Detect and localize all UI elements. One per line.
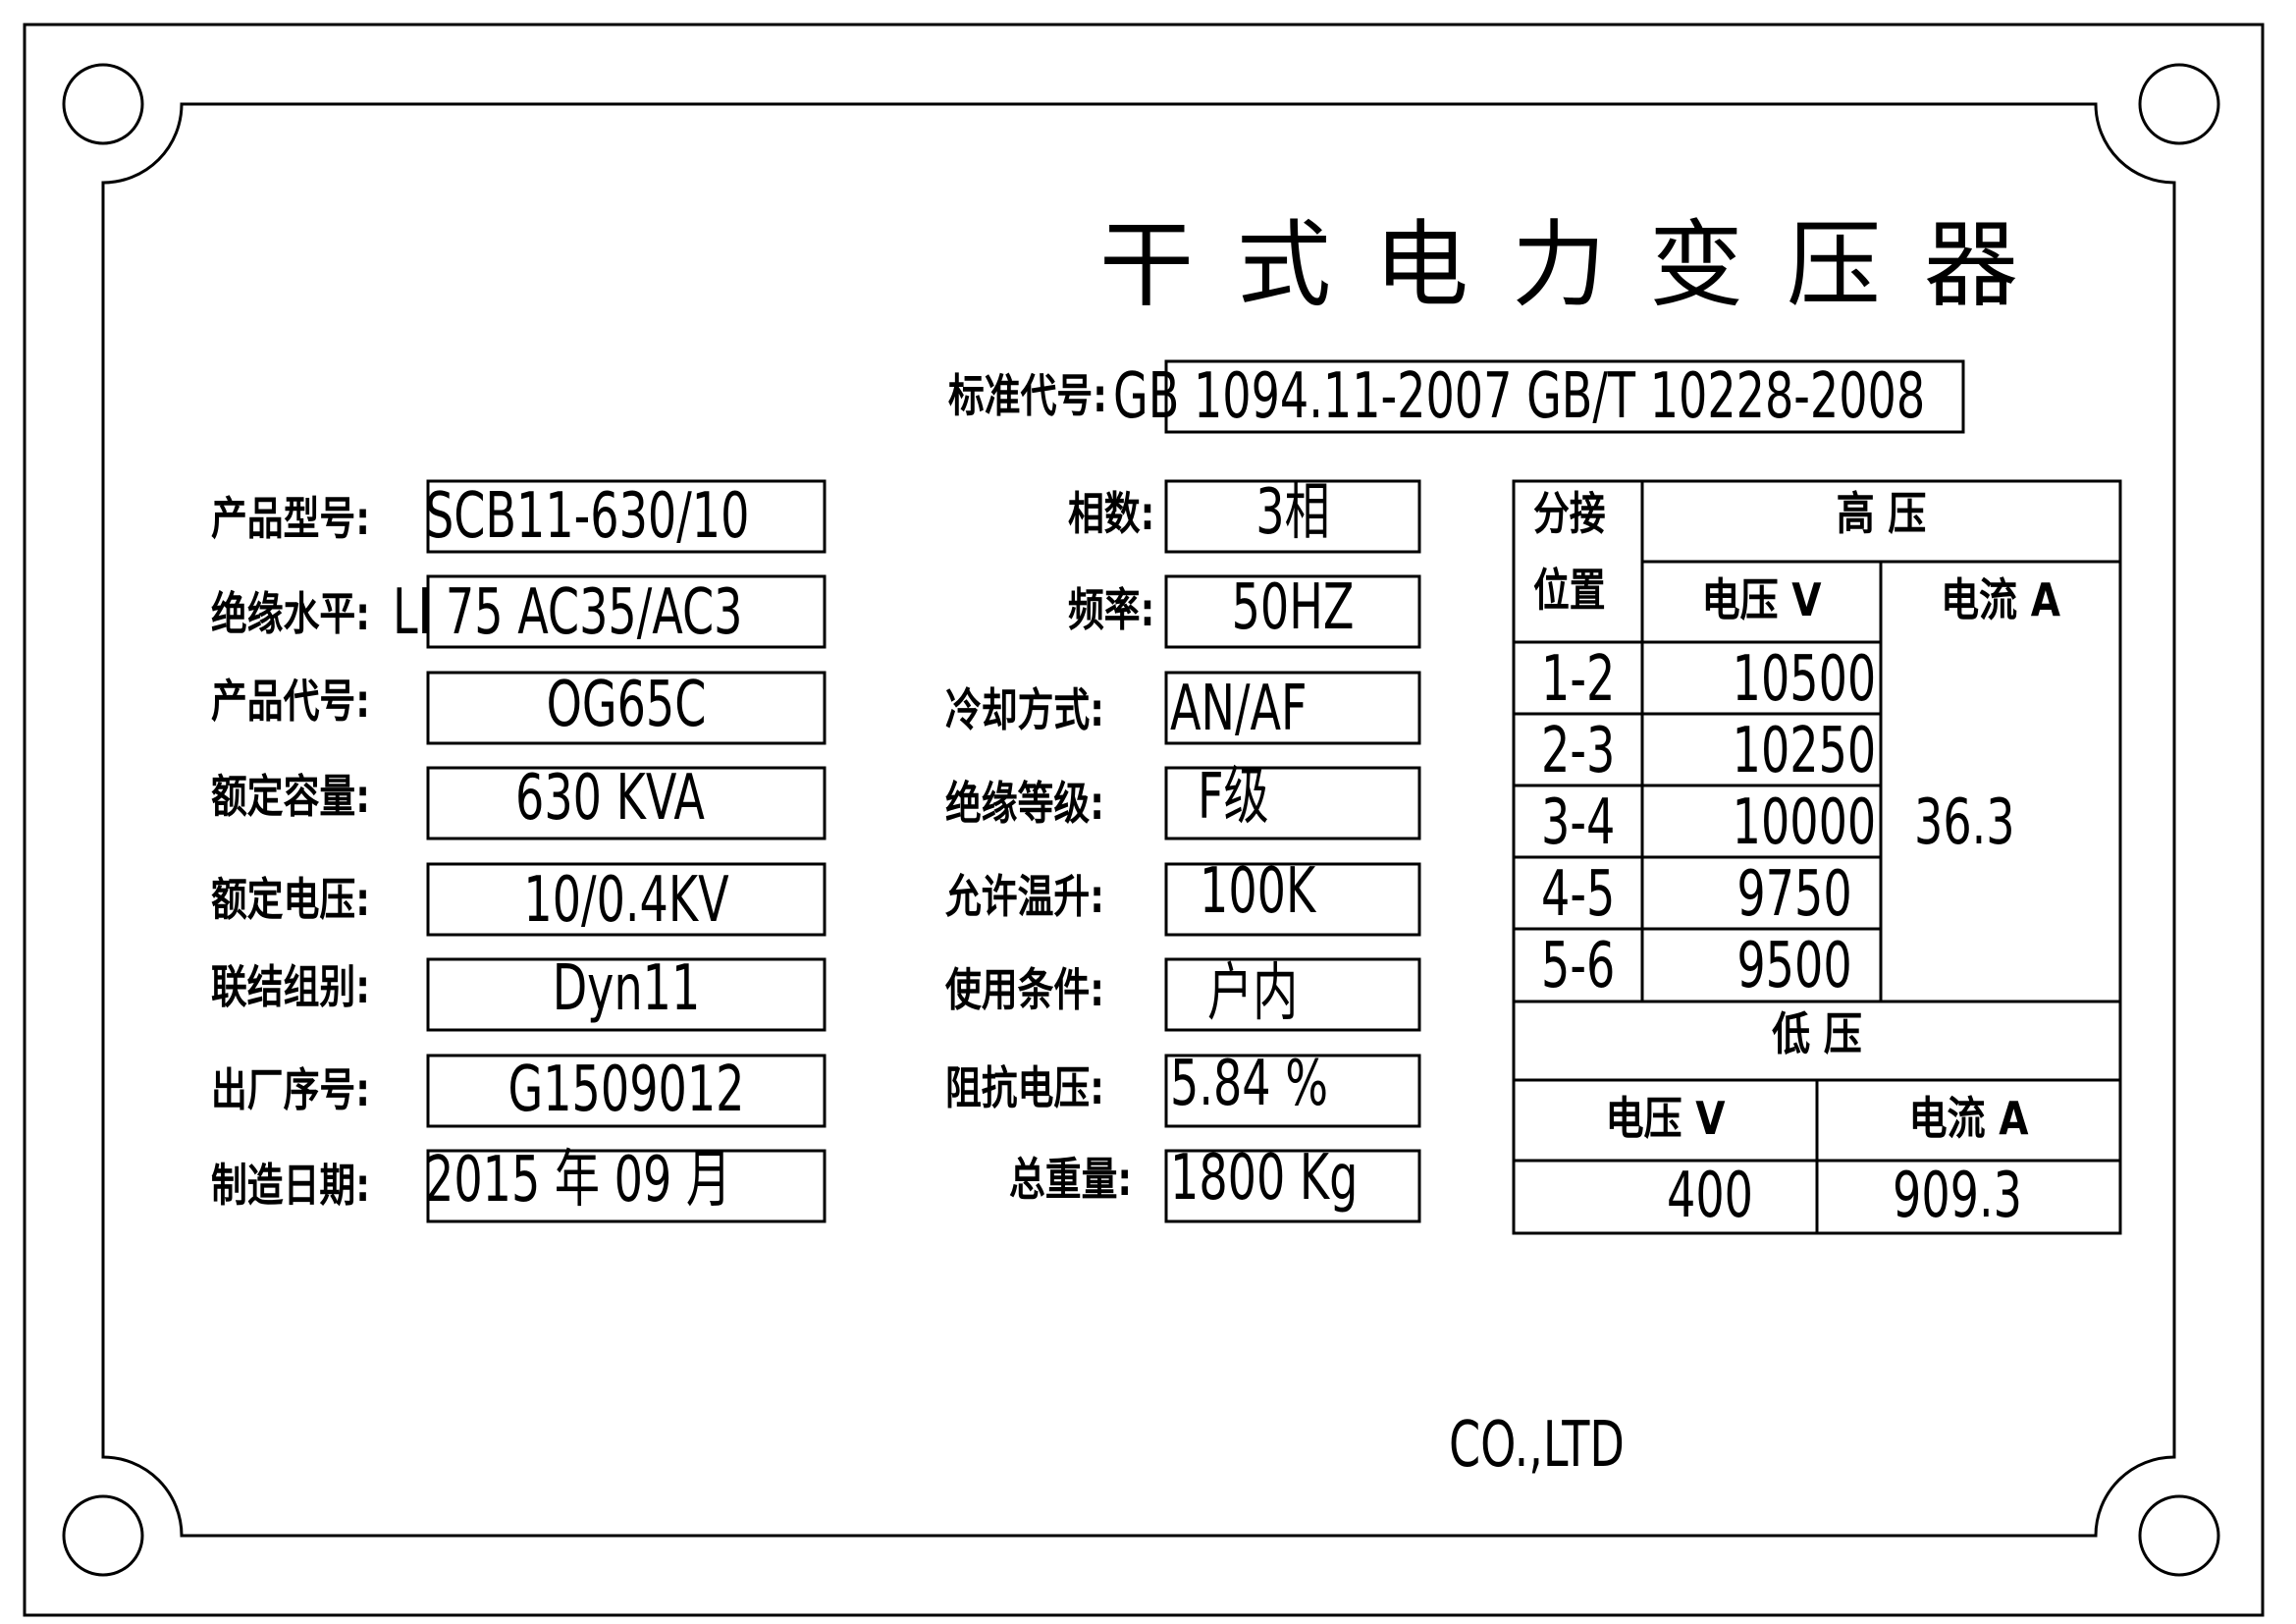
middle-value-box: [1164, 1054, 1421, 1128]
mounting-hole-bottom-left: [62, 1494, 144, 1577]
company-name: CO.,LTD: [1449, 1409, 1625, 1482]
tap-position: 4-5: [1541, 858, 1616, 931]
middle-value-box: [1164, 479, 1421, 554]
tap-voltage: 10250: [1732, 715, 1877, 787]
standard-box: [1164, 359, 1965, 434]
field-label-model: 产品型号:: [211, 492, 370, 545]
lv-header: 低 压: [1772, 1007, 1862, 1060]
field-value-total-weight: 1800 Kg: [1170, 1142, 1359, 1215]
plate-title: 干式电力变压器: [1099, 210, 2061, 320]
field-label-insulation-class: 绝缘等级:: [945, 777, 1104, 830]
field-value-impedance-voltage: 5.84 %: [1170, 1048, 1329, 1120]
field-label-service-condition: 使用条件:: [945, 963, 1104, 1016]
tap-header-line1: 分接: [1533, 487, 1606, 540]
field-label-frequency: 频率:: [1068, 583, 1155, 636]
hv-voltage-header: 电压 V: [1701, 573, 1822, 626]
middle-value-box: [1164, 574, 1421, 649]
field-label-impedance-voltage: 阻抗电压:: [945, 1061, 1104, 1114]
field-label-insulation-level: 绝缘水平:: [211, 587, 370, 640]
field-value-insulation-class: F级: [1198, 761, 1269, 834]
hv-current-header: 电流 A: [1940, 573, 2061, 626]
middle-value-box: [1164, 766, 1421, 840]
left-value-box: [426, 1054, 827, 1128]
field-label-total-weight: 总重量:: [1009, 1153, 1133, 1206]
field-label-serial-number: 出厂序号:: [211, 1063, 370, 1116]
field-label-product-code: 产品代号:: [211, 675, 370, 728]
field-value-connection-group: Dyn11: [552, 952, 701, 1025]
field-value-cooling-method: AN/AF: [1170, 673, 1308, 745]
middle-value-box: [1164, 671, 1421, 745]
tap-voltage: 9750: [1736, 858, 1852, 931]
tap-position: 3-4: [1541, 786, 1616, 859]
field-value-rated-voltage: 10/0.4KV: [523, 864, 729, 937]
left-value-box: [426, 671, 827, 745]
field-value-serial-number: G1509012: [507, 1054, 745, 1126]
tap-position: 5-6: [1541, 930, 1616, 1002]
field-label-manufacture-date: 制造日期:: [211, 1159, 370, 1212]
hv-current-value: 36.3: [1914, 786, 2015, 859]
lv-voltage-value: 400: [1667, 1160, 1753, 1232]
mounting-hole-bottom-right: [2138, 1494, 2220, 1577]
field-value-manufacture-date: 2015 年 09 月: [425, 1144, 732, 1217]
field-value-frequency: 50HZ: [1231, 571, 1355, 644]
field-value-insulation-level: LI 75 AC35/AC3: [393, 576, 743, 649]
lv-current-value: 909.3: [1893, 1160, 2022, 1232]
field-value-temperature-rise: 100K: [1200, 855, 1316, 928]
left-value-box: [426, 1149, 827, 1223]
left-value-box: [426, 766, 827, 840]
field-value-phases: 3相: [1255, 476, 1330, 549]
lv-voltage-header: 电压 V: [1605, 1092, 1726, 1145]
standard-value: GB 1094.11-2007 GB/T 10228-2008: [1113, 360, 1926, 433]
middle-value-box: [1164, 957, 1421, 1032]
field-value-rated-capacity: 630 KVA: [515, 762, 705, 835]
tap-position: 1-2: [1541, 643, 1616, 716]
tap-voltage: 10000: [1732, 786, 1877, 859]
tap-header-line2: 位置: [1533, 564, 1606, 617]
field-label-connection-group: 联结组别:: [211, 960, 370, 1013]
mounting-hole-top-right: [2138, 63, 2220, 145]
field-value-service-condition: 户内: [1207, 957, 1299, 1030]
field-value-model: SCB11-630/10: [425, 480, 750, 553]
standard-label: 标准代号:: [948, 369, 1107, 422]
left-value-box: [426, 574, 827, 649]
left-value-box: [426, 862, 827, 937]
mounting-hole-top-left: [62, 63, 144, 145]
field-label-rated-capacity: 额定容量:: [211, 770, 370, 823]
tap-position: 2-3: [1541, 715, 1616, 787]
middle-value-box: [1164, 1149, 1421, 1223]
field-label-phases: 相数:: [1068, 487, 1155, 540]
field-label-cooling-method: 冷却方式:: [945, 683, 1104, 736]
field-value-product-code: OG65C: [546, 669, 707, 741]
middle-value-box: [1164, 862, 1421, 937]
tap-voltage: 10500: [1732, 643, 1877, 716]
tap-voltage: 9500: [1736, 930, 1852, 1002]
hv-header: 高 压: [1836, 487, 1927, 540]
left-value-box: [426, 957, 827, 1032]
lv-current-header: 电流 A: [1908, 1092, 2029, 1145]
left-value-box: [426, 479, 827, 554]
field-label-rated-voltage: 额定电压:: [211, 873, 370, 926]
field-label-temperature-rise: 允许温升:: [945, 870, 1104, 923]
